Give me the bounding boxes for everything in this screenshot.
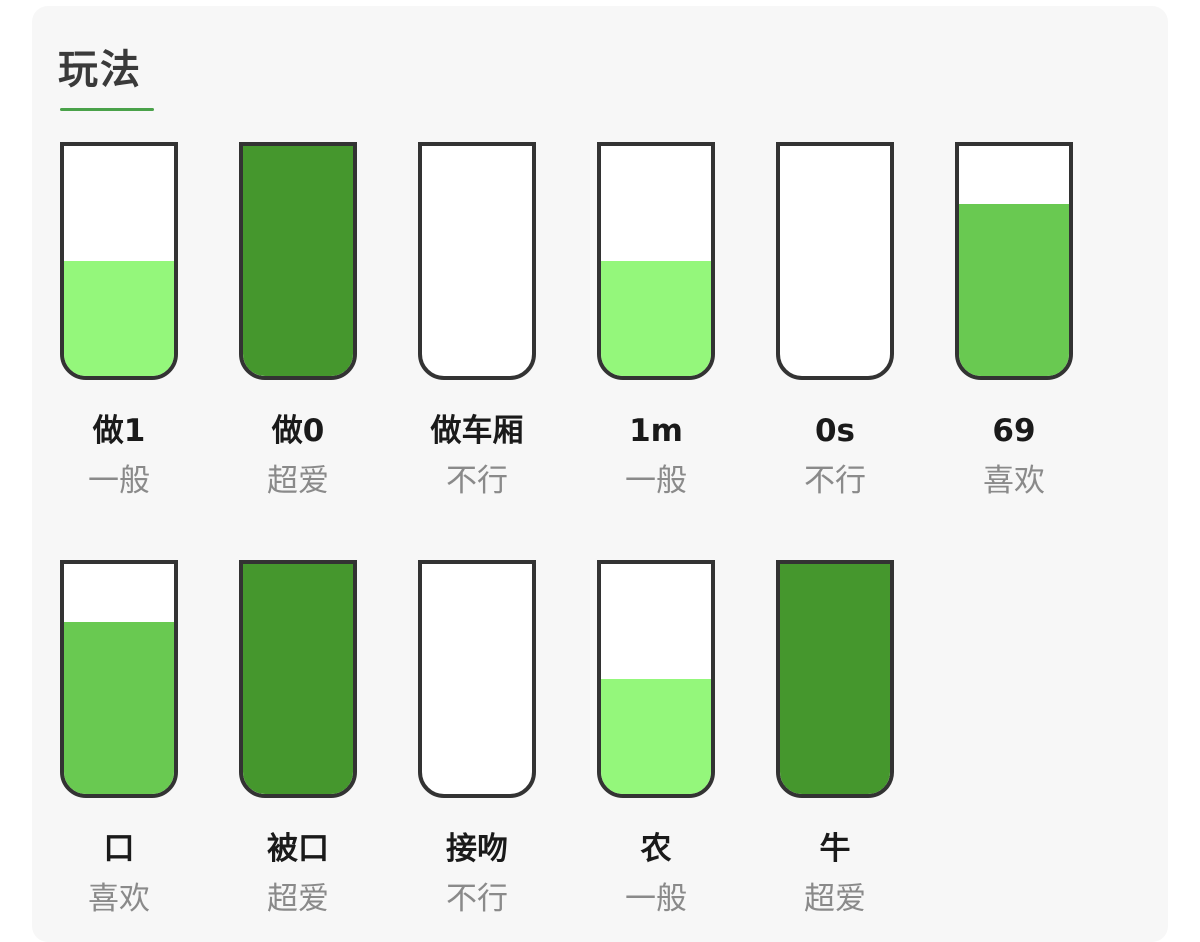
item-level: 一般 — [625, 881, 687, 917]
item-name: 口 — [103, 831, 135, 867]
preference-item: 1m 一般 — [571, 142, 741, 502]
preference-item: 口喜欢 — [34, 560, 204, 920]
preference-item: 接吻不行 — [392, 560, 562, 920]
item-level: 一般 — [625, 463, 687, 499]
item-level: 超爱 — [267, 881, 329, 917]
item-name: 被口 — [267, 831, 329, 867]
item-level: 超爱 — [267, 463, 329, 499]
level-fill — [780, 564, 890, 794]
item-level: 不行 — [446, 463, 508, 499]
level-fill — [64, 261, 174, 376]
preference-item: 0s 不行 — [750, 142, 920, 502]
level-tube — [239, 560, 357, 798]
level-fill — [243, 564, 353, 794]
item-level: 一般 — [88, 463, 150, 499]
level-tube — [418, 142, 536, 380]
level-tube — [597, 142, 715, 380]
level-tube — [776, 560, 894, 798]
item-name: 做0 — [271, 413, 325, 449]
preference-item: 做车厢不行 — [392, 142, 562, 502]
level-fill — [959, 203, 1069, 376]
level-fill — [601, 679, 711, 794]
item-name: 0s — [814, 413, 856, 449]
level-tube — [60, 560, 178, 798]
item-name: 做1 — [92, 413, 146, 449]
level-tube — [418, 560, 536, 798]
item-name: 农 — [640, 831, 672, 867]
item-level: 喜欢 — [88, 881, 150, 917]
preference-item: 牛超爱 — [750, 560, 920, 920]
item-name: 69 — [992, 413, 1036, 449]
level-fill — [64, 621, 174, 794]
preference-item: 做0 超爱 — [213, 142, 383, 502]
section-title: 玩法 — [58, 47, 142, 93]
level-fill — [601, 261, 711, 376]
level-tube — [955, 142, 1073, 380]
item-level: 超爱 — [804, 881, 866, 917]
item-level: 不行 — [446, 881, 508, 917]
level-tube — [60, 142, 178, 380]
item-name: 1m — [629, 413, 683, 449]
level-tube — [776, 142, 894, 380]
item-name: 做车厢 — [430, 413, 524, 449]
preference-item: 农一般 — [571, 560, 741, 920]
level-fill — [243, 146, 353, 376]
title-underline — [60, 108, 154, 111]
preference-item: 做1 一般 — [34, 142, 204, 502]
preference-item: 被口超爱 — [213, 560, 383, 920]
item-level: 喜欢 — [983, 463, 1045, 499]
preference-item: 69 喜欢 — [929, 142, 1099, 502]
level-tube — [239, 142, 357, 380]
item-level: 不行 — [804, 463, 866, 499]
item-name: 牛 — [819, 831, 851, 867]
level-tube — [597, 560, 715, 798]
item-name: 接吻 — [446, 831, 508, 867]
